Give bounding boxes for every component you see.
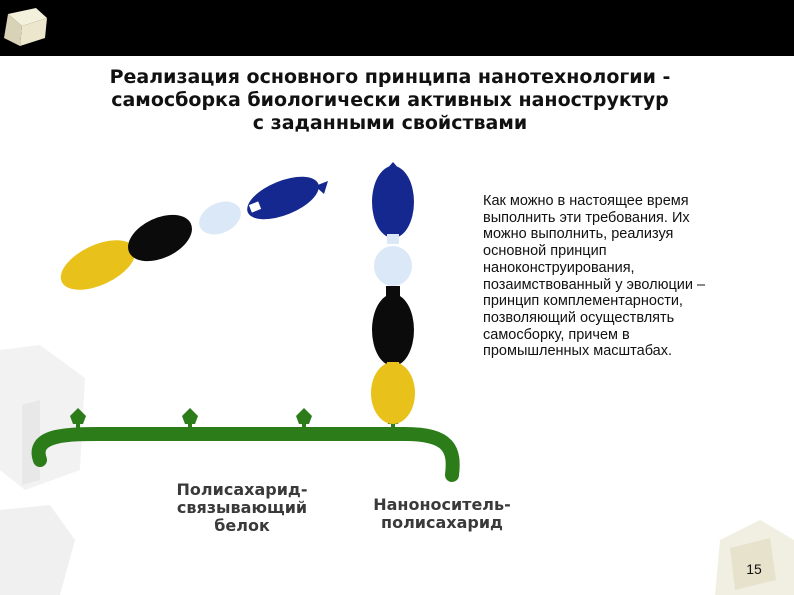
top-bar [0,0,794,56]
body-line: можно выполнить, реализуя [483,226,674,243]
free-chain-black [128,214,192,262]
bound-chain-blue [372,166,414,238]
bound-chain-yellow [371,362,415,424]
body-line: выполнить эти требования. Их [483,209,690,226]
cube-logo-icon [4,8,47,46]
bound-chain-lightblue [374,246,412,286]
free-chain [60,176,328,290]
body-line: позаимствованный у эволюции – [483,276,706,293]
free-chain-lightblue [199,201,241,235]
body-text: Как можно в настоящее время выполнить эт… [483,193,783,360]
protein-label-line-2: белок [214,516,270,535]
free-chain-yellow [60,240,136,290]
body-line: наноконструирования, [483,259,635,276]
body-line: самосборку, причем в [483,326,630,343]
free-chain-blue [247,176,319,220]
bound-chain [371,162,415,424]
self-assembly-diagram [31,162,460,482]
protein-label: Полисахарид-связывающий белок [112,481,372,535]
binding-site-3 [296,408,312,432]
protein-label-line-1: Полисахарид-связывающий [176,480,308,517]
bound-chain-black [372,294,414,366]
title-line-2: самосборка биологически активных наностр… [111,89,669,111]
slide-number: 15 [746,561,762,577]
title-line-1: Реализация основного принципа нанотехнол… [109,66,671,88]
slide-title: Реализация основного принципа нанотехнол… [60,66,720,135]
carrier-label: Наноноситель- полисахарид [372,496,512,532]
free-chain-blue-tip [315,181,328,194]
body-line: Как можно в настоящее время [483,193,689,209]
body-line: принцип комплементарности, [483,293,683,310]
title-line-3: с заданными свойствами [252,112,528,134]
body-line: основной принцип [483,243,607,260]
protein-backbone [31,426,460,482]
carrier-label-line-1: Наноноситель- [373,495,511,514]
binding-site-2 [182,408,198,432]
body-line: позволяющий осуществлять [483,309,675,326]
binding-site-1 [70,408,86,432]
carrier-label-line-2: полисахарид [381,513,503,532]
body-line: промышленных масштабах. [483,343,673,360]
